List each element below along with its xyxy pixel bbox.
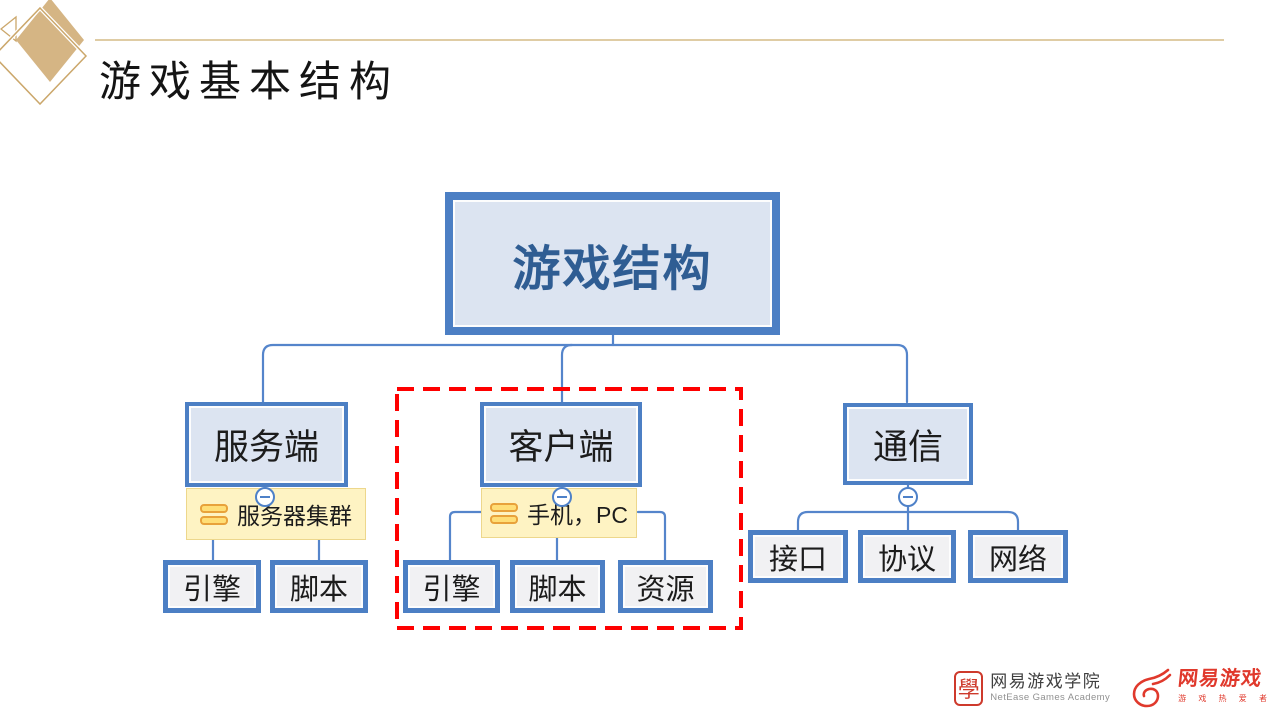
node-server-script: 脚本 — [270, 560, 368, 613]
corner-diamond-decoration — [0, 0, 89, 107]
node-label: 服务端 — [213, 428, 319, 467]
node-comm-interface: 接口 — [748, 530, 848, 583]
node-label: 接口 — [768, 543, 827, 576]
list-icon — [200, 503, 228, 525]
note-label: 服务器集群 — [237, 503, 352, 529]
netease-flame-icon — [1132, 668, 1172, 708]
minus-icon — [260, 496, 270, 498]
footer-logos: 學 网易游戏学院 NetEase Games Academy 网易游戏 游 戏 … — [954, 660, 1272, 716]
node-label: 引擎 — [182, 573, 241, 606]
collapse-minus-button-server[interactable] — [255, 487, 275, 507]
node-server-engine: 引擎 — [163, 560, 261, 613]
page-title: 游戏基本结构 — [99, 58, 400, 105]
node-server: 服务端 — [185, 402, 348, 487]
node-label: 协议 — [877, 543, 936, 576]
academy-seal-icon: 學 — [954, 670, 984, 706]
node-label: 脚本 — [528, 573, 587, 606]
node-label: 资源 — [636, 573, 695, 606]
outline-diamond-shape — [0, 6, 88, 106]
node-label: 引擎 — [422, 573, 481, 606]
connector-client-engine — [448, 510, 483, 562]
minus-icon — [557, 496, 567, 498]
note-server-cluster: 服务器集群 — [186, 488, 366, 540]
node-client: 客户端 — [480, 402, 642, 487]
node-comm-protocol: 协议 — [858, 530, 956, 583]
list-icon — [490, 502, 519, 524]
node-communication: 通信 — [843, 403, 973, 485]
netease-games-logo: 网易游戏 游 戏 热 爱 者 — [1128, 667, 1272, 709]
note-label: 手机，PC — [527, 502, 628, 528]
node-comm-network: 网络 — [968, 530, 1068, 583]
connector-level1 — [261, 343, 909, 404]
collapse-minus-button-client[interactable] — [552, 487, 572, 507]
minus-icon — [903, 496, 913, 498]
collapse-minus-button-communication[interactable] — [898, 487, 918, 507]
node-label: 网络 — [988, 543, 1047, 576]
games-name: 网易游戏 — [1176, 668, 1264, 690]
filled-diamond-shape — [16, 0, 84, 82]
node-label: 脚本 — [289, 573, 348, 606]
node-game-structure: 游戏结构 — [445, 192, 780, 335]
netease-academy-logo: 學 网易游戏学院 NetEase Games Academy — [954, 670, 1111, 706]
connector-client-resource — [636, 510, 667, 562]
node-label: 游戏结构 — [512, 242, 713, 296]
node-client-resource: 资源 — [618, 560, 713, 613]
node-label: 通信 — [872, 427, 943, 467]
academy-subtitle: NetEase Games Academy — [990, 691, 1111, 703]
node-label: 客户端 — [508, 428, 614, 467]
games-subtitle: 游 戏 热 爱 者 — [1178, 694, 1272, 703]
academy-name: 网易游戏学院 — [990, 671, 1102, 691]
header-divider-line — [95, 39, 1224, 41]
node-client-script: 脚本 — [510, 560, 605, 613]
node-client-engine: 引擎 — [403, 560, 500, 613]
connector-to-client — [560, 343, 574, 404]
